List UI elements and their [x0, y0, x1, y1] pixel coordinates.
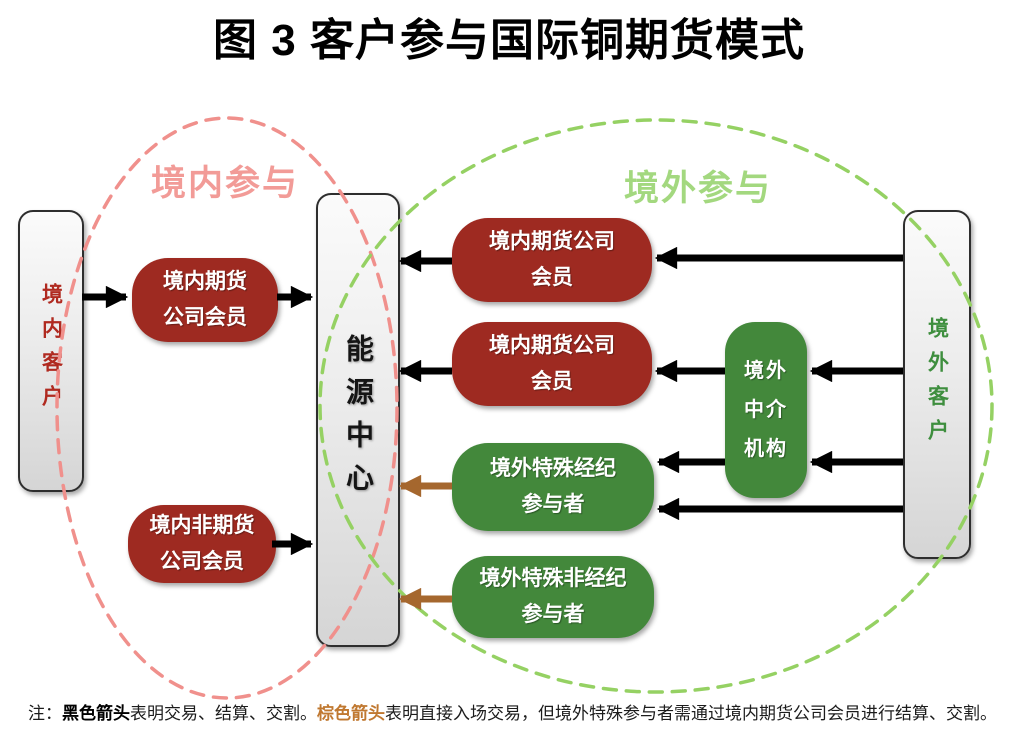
note-brown-arrow-label: 棕色箭头: [317, 704, 385, 723]
node-label-line: 境外特殊经纪: [490, 456, 616, 480]
node-label-line: 会员: [531, 370, 573, 393]
region-label-overseas: 境外参与: [623, 169, 772, 208]
node-domestic-futures-member-right2: 境内期货公司 会员: [452, 322, 652, 406]
node-domestic-futures-member-left: 境内期货 公司会员: [132, 258, 278, 342]
node-label-line: 会员: [531, 266, 573, 289]
node-energy-center-label: 能源中心: [343, 334, 374, 506]
node-domestic-customer: 境内客户: [18, 210, 84, 492]
node-label-line: 公司会员: [163, 306, 247, 329]
note-black-arrow-label: 黑色箭头: [62, 704, 130, 723]
note-black-arrow-text: 表明交易、结算、交割。: [130, 704, 317, 723]
node-label-line: 参与者: [521, 603, 585, 626]
node-label-line: 中介: [744, 398, 788, 421]
note-brown-arrow-text: 表明直接入场交易，但境外特殊参与者需通过境内期货公司会员进行结算、交割。: [385, 704, 997, 723]
figure-note: 注：黑色箭头表明交易、结算、交割。棕色箭头表明直接入场交易，但境外特殊参与者需通…: [28, 703, 1006, 726]
node-label-line: 公司会员: [160, 550, 244, 573]
node-overseas-customer: 境外客户: [903, 210, 971, 559]
region-label-domestic: 境内参与: [150, 164, 299, 203]
node-domestic-futures-member-right1: 境内期货公司 会员: [452, 218, 652, 302]
node-label-line: 参与者: [521, 493, 585, 516]
node-label-line: 境内期货公司: [489, 333, 615, 357]
node-overseas-special-broker: 境外特殊经纪 参与者: [452, 443, 654, 531]
figure-title: 图 3 客户参与国际铜期货模式: [213, 16, 805, 65]
node-overseas-intermediary: 境外 中介 机构: [725, 322, 807, 498]
node-label-line: 境内非期货: [149, 513, 255, 537]
node-label-line: 机构: [744, 437, 788, 460]
note-prefix: 注：: [28, 704, 62, 723]
node-energy-center: 能源中心: [316, 193, 400, 647]
node-overseas-special-non-broker: 境外特殊非经纪 参与者: [452, 556, 654, 638]
node-label-line: 境外: [744, 359, 788, 382]
node-domestic-non-futures-member: 境内非期货 公司会员: [128, 505, 276, 583]
node-label-line: 境外特殊非经纪: [479, 566, 627, 590]
node-overseas-customer-label: 境外客户: [925, 316, 949, 453]
node-label-line: 境内期货公司: [489, 229, 615, 253]
node-domestic-customer-label: 境内客户: [39, 283, 63, 419]
node-label-line: 境内期货: [163, 269, 247, 293]
